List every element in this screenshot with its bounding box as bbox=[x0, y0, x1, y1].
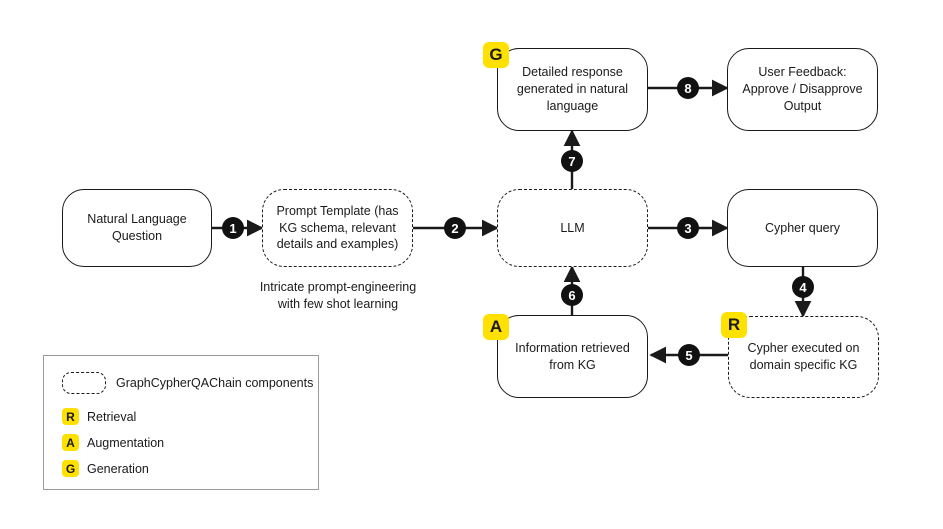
legend-components-row: GraphCypherQAChain components bbox=[62, 372, 313, 394]
augmentation-badge: A bbox=[483, 314, 509, 340]
step-4-marker: 4 bbox=[792, 276, 814, 298]
step-1-marker: 1 bbox=[222, 217, 244, 239]
generation-legend-badge: G bbox=[62, 460, 79, 477]
llm-text: LLM bbox=[560, 220, 585, 235]
cypher-executed-box: Cypher executed on domain specific KG bbox=[728, 316, 879, 398]
retrieval-badge: R bbox=[721, 312, 747, 338]
feedback-box: User Feedback: Approve / Disapprove Outp… bbox=[727, 48, 878, 131]
legend-item-label: Augmentation bbox=[87, 435, 165, 450]
step-8-marker: 8 bbox=[677, 77, 699, 99]
llm-box: LLM bbox=[497, 189, 648, 267]
question-text: Natural Language Question bbox=[87, 212, 187, 243]
cypher-executed-text: Cypher executed on domain specific KG bbox=[747, 341, 860, 372]
legend-item-retrieval: R Retrieval bbox=[62, 408, 136, 425]
prompt-template-box: Prompt Template (has KG schema, relevant… bbox=[262, 189, 413, 267]
info-retrieved-text: Information retrieved from KG bbox=[515, 340, 630, 372]
step-5-marker: 5 bbox=[678, 344, 700, 366]
legend: GraphCypherQAChain components R Retrieva… bbox=[43, 355, 319, 490]
dashed-box-icon bbox=[62, 372, 106, 394]
legend-components-label: GraphCypherQAChain components bbox=[116, 376, 314, 390]
legend-item-augmentation: A Augmentation bbox=[62, 434, 164, 451]
feedback-text: User Feedback: Approve / Disapprove Outp… bbox=[742, 65, 863, 113]
retrieval-legend-badge: R bbox=[62, 408, 79, 425]
step-3-marker: 3 bbox=[677, 217, 699, 239]
legend-item-generation: G Generation bbox=[62, 460, 149, 477]
response-box: Detailed response generated in natural l… bbox=[497, 48, 648, 131]
prompt-engineering-note: Intricate prompt-engineering with few sh… bbox=[259, 280, 417, 311]
step-6-marker: 6 bbox=[561, 284, 583, 306]
response-text: Detailed response generated in natural l… bbox=[516, 65, 629, 113]
augmentation-legend-badge: A bbox=[62, 434, 79, 451]
step-2-marker: 2 bbox=[444, 217, 466, 239]
legend-item-label: Generation bbox=[87, 461, 149, 476]
prompt-template-text: Prompt Template (has KG schema, relevant… bbox=[276, 203, 399, 252]
info-retrieved-box: Information retrieved from KG bbox=[497, 315, 648, 398]
cypher-query-box: Cypher query bbox=[727, 189, 878, 267]
cypher-query-text: Cypher query bbox=[764, 220, 841, 235]
legend-item-label: Retrieval bbox=[87, 409, 137, 424]
question-box: Natural Language Question bbox=[62, 189, 212, 267]
step-7-marker: 7 bbox=[561, 150, 583, 172]
generation-badge: G bbox=[483, 42, 509, 68]
